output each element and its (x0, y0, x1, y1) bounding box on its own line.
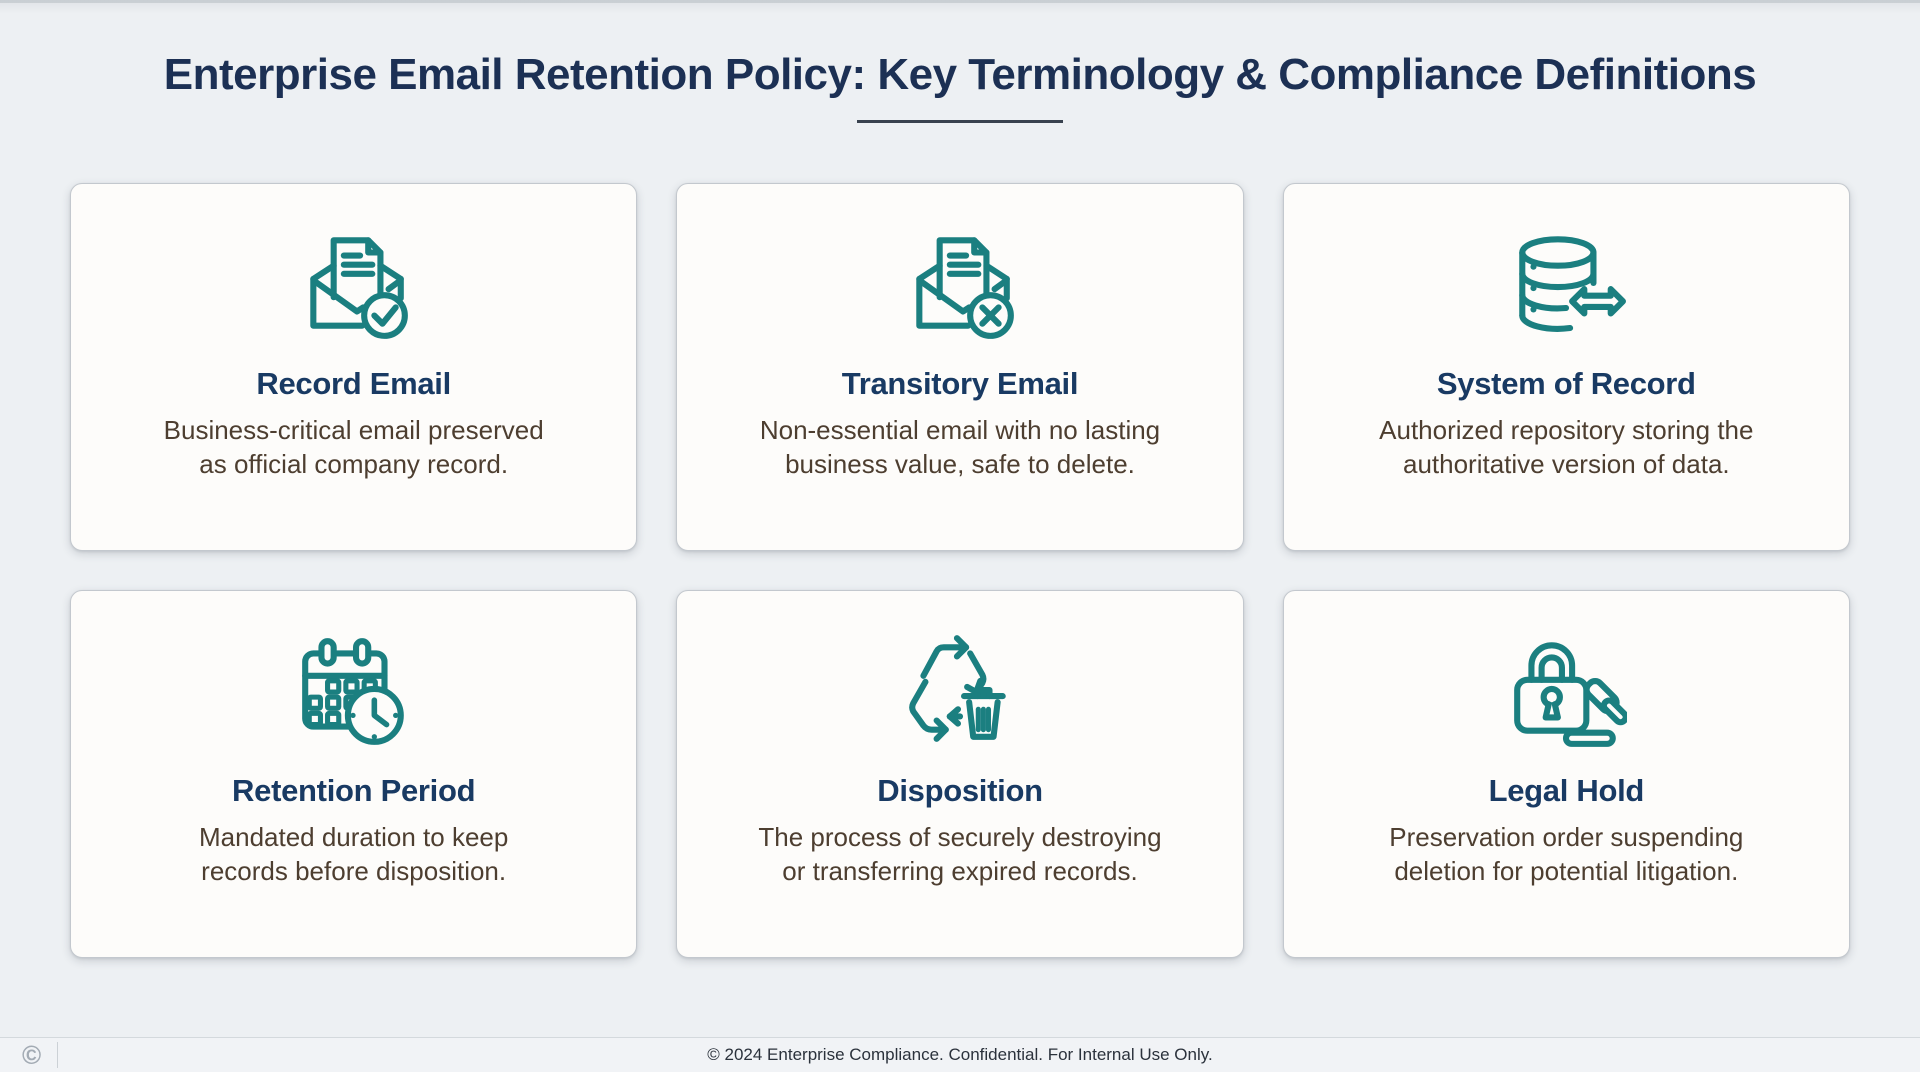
card-system-of-record: System of Record Authorized repository s… (1282, 183, 1850, 551)
mail-x-icon (916, 237, 1014, 339)
lock-gavel-icon (1514, 642, 1628, 747)
card-retention-period: Retention Period Mandated duration to ke… (70, 590, 638, 958)
footer-divider (57, 1042, 59, 1068)
footer-text: © 2024 Enterprise Compliance. Confidenti… (707, 1045, 1213, 1064)
card-description: Non-essential email with no lasting busi… (759, 415, 1161, 479)
card-icon-box (1505, 214, 1627, 352)
card-title: Legal Hold (1488, 773, 1645, 808)
card-icon-box (899, 621, 1021, 759)
card-title: Record Email (256, 366, 451, 401)
card-description: The process of securely destroying or tr… (758, 822, 1162, 886)
card-title: Disposition (877, 773, 1043, 808)
definition-card-grid: Record Email Business-critical email pre… (70, 183, 1850, 958)
recycle-trash-icon (909, 635, 1006, 742)
footer: © © 2024 Enterprise Compliance. Confiden… (0, 1037, 1920, 1072)
mail-check-icon (309, 237, 408, 339)
card-icon-box (1505, 621, 1628, 759)
card-title: System of Record (1436, 366, 1696, 401)
card-description: Preservation order suspending deletion f… (1389, 822, 1744, 886)
card-description: Authorized repository storing the author… (1379, 415, 1754, 479)
title-underline (857, 120, 1063, 123)
card-description: Business-critical email preserved as off… (163, 415, 544, 479)
card-title: Transitory Email (841, 366, 1079, 401)
card-icon-box (293, 621, 415, 759)
card-transitory-email: Transitory Email Non-essential email wit… (676, 183, 1244, 551)
calendar-clock-icon (301, 638, 404, 745)
card-description: Mandated duration to keep records before… (198, 822, 509, 886)
card-record-email: Record Email Business-critical email pre… (70, 183, 638, 551)
card-legal-hold: Legal Hold Preservation order suspending… (1282, 590, 1850, 958)
database-sync-icon (1519, 236, 1627, 332)
page-title: Enterprise Email Retention Policy: Key T… (163, 50, 1757, 99)
card-disposition: Disposition The process of securely dest… (676, 590, 1244, 958)
compliance-logo-icon: © (22, 1040, 42, 1070)
card-icon-box (293, 214, 415, 352)
card-title: Retention Period (232, 773, 476, 808)
card-icon-box (899, 214, 1021, 352)
